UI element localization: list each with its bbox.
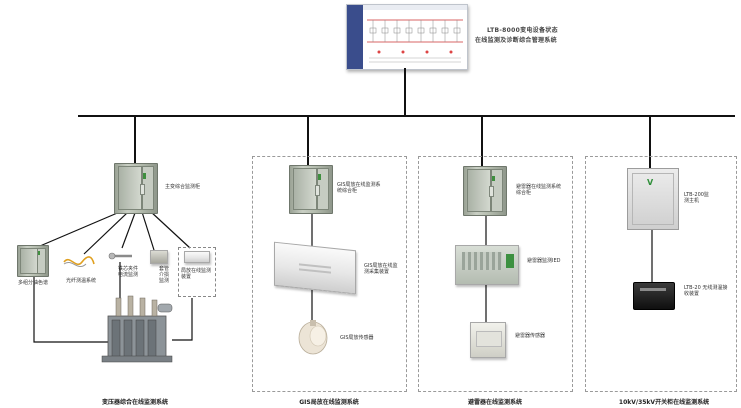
transformer-cabinet — [114, 163, 158, 214]
arrester-caption: 避雷器在线监测系统 — [467, 399, 522, 406]
system-title-line1: LTB-8000变电设备状态 — [487, 27, 558, 34]
partial-discharge-box — [178, 247, 216, 297]
arrester-sensor-device — [470, 322, 506, 358]
arrester-cabinet — [463, 166, 507, 216]
monitoring-software-screenshot — [346, 4, 468, 70]
gis-sensor-label: GIS局放传感器 — [340, 335, 374, 341]
switchgear-host-label: LTB-200监测主机 — [684, 192, 709, 204]
gis-acquisition-unit — [274, 241, 356, 295]
system-title-line2: 在线监测及诊断综合管理系统 — [475, 37, 557, 44]
sensor-label-4: 套管介损监测 — [159, 266, 170, 284]
screenshot-sidebar — [347, 5, 363, 69]
switchgear-host-cabinet: V — [627, 168, 679, 230]
transformer-cabinet-label: 主变综合监测柜 — [165, 184, 201, 190]
gis-cabinet — [289, 165, 333, 214]
screenshot-single-line-diagram — [367, 19, 463, 63]
arrester-cabinet-label: 避雷器在线监测系统综合柜 — [516, 184, 562, 196]
core-current-probe-icon — [108, 252, 132, 260]
arrester-sensor-label: 避雷器传感器 — [515, 333, 546, 339]
sensor-label-3: 铁芯夹件电流监测 — [118, 266, 139, 278]
arrester-panel — [418, 156, 573, 392]
fiber-temperature-icon — [63, 256, 95, 268]
gis-caption: GIS局放在线监测系统 — [299, 399, 359, 406]
switchgear-panel — [585, 156, 737, 392]
wireless-temperature-receiver — [633, 282, 675, 310]
gis-sensor-image — [298, 320, 328, 355]
arrester-unit-label: 避雷器监测IED — [527, 258, 561, 264]
sensor-label-2: 光纤测温系统 — [66, 278, 97, 284]
host-logo-icon: V — [647, 178, 654, 187]
oil-chromatography-device — [17, 245, 49, 277]
switchgear-unit-label: LTB-20 无线测温接收装置 — [684, 285, 728, 297]
partial-discharge-device — [184, 251, 210, 263]
gis-unit-label: GIS局放在线监测采集装置 — [364, 263, 398, 275]
sensor-label-1: 多组分油色谱 — [18, 280, 49, 286]
screenshot-header — [363, 5, 467, 10]
gis-cabinet-label: GIS局放在线监测系统综合柜 — [337, 182, 381, 194]
transformer-caption: 变压器综合在线监测系统 — [101, 399, 168, 406]
switchgear-caption: 10kV/35kV开关柜在线监测系统 — [618, 399, 710, 406]
bushing-monitor-device — [150, 250, 168, 264]
gis-panel — [252, 156, 407, 392]
power-transformer-image — [101, 295, 173, 363]
sensor-label-5: 局放在线监测装置 — [181, 268, 212, 280]
arrester-ied-rack — [455, 245, 519, 285]
